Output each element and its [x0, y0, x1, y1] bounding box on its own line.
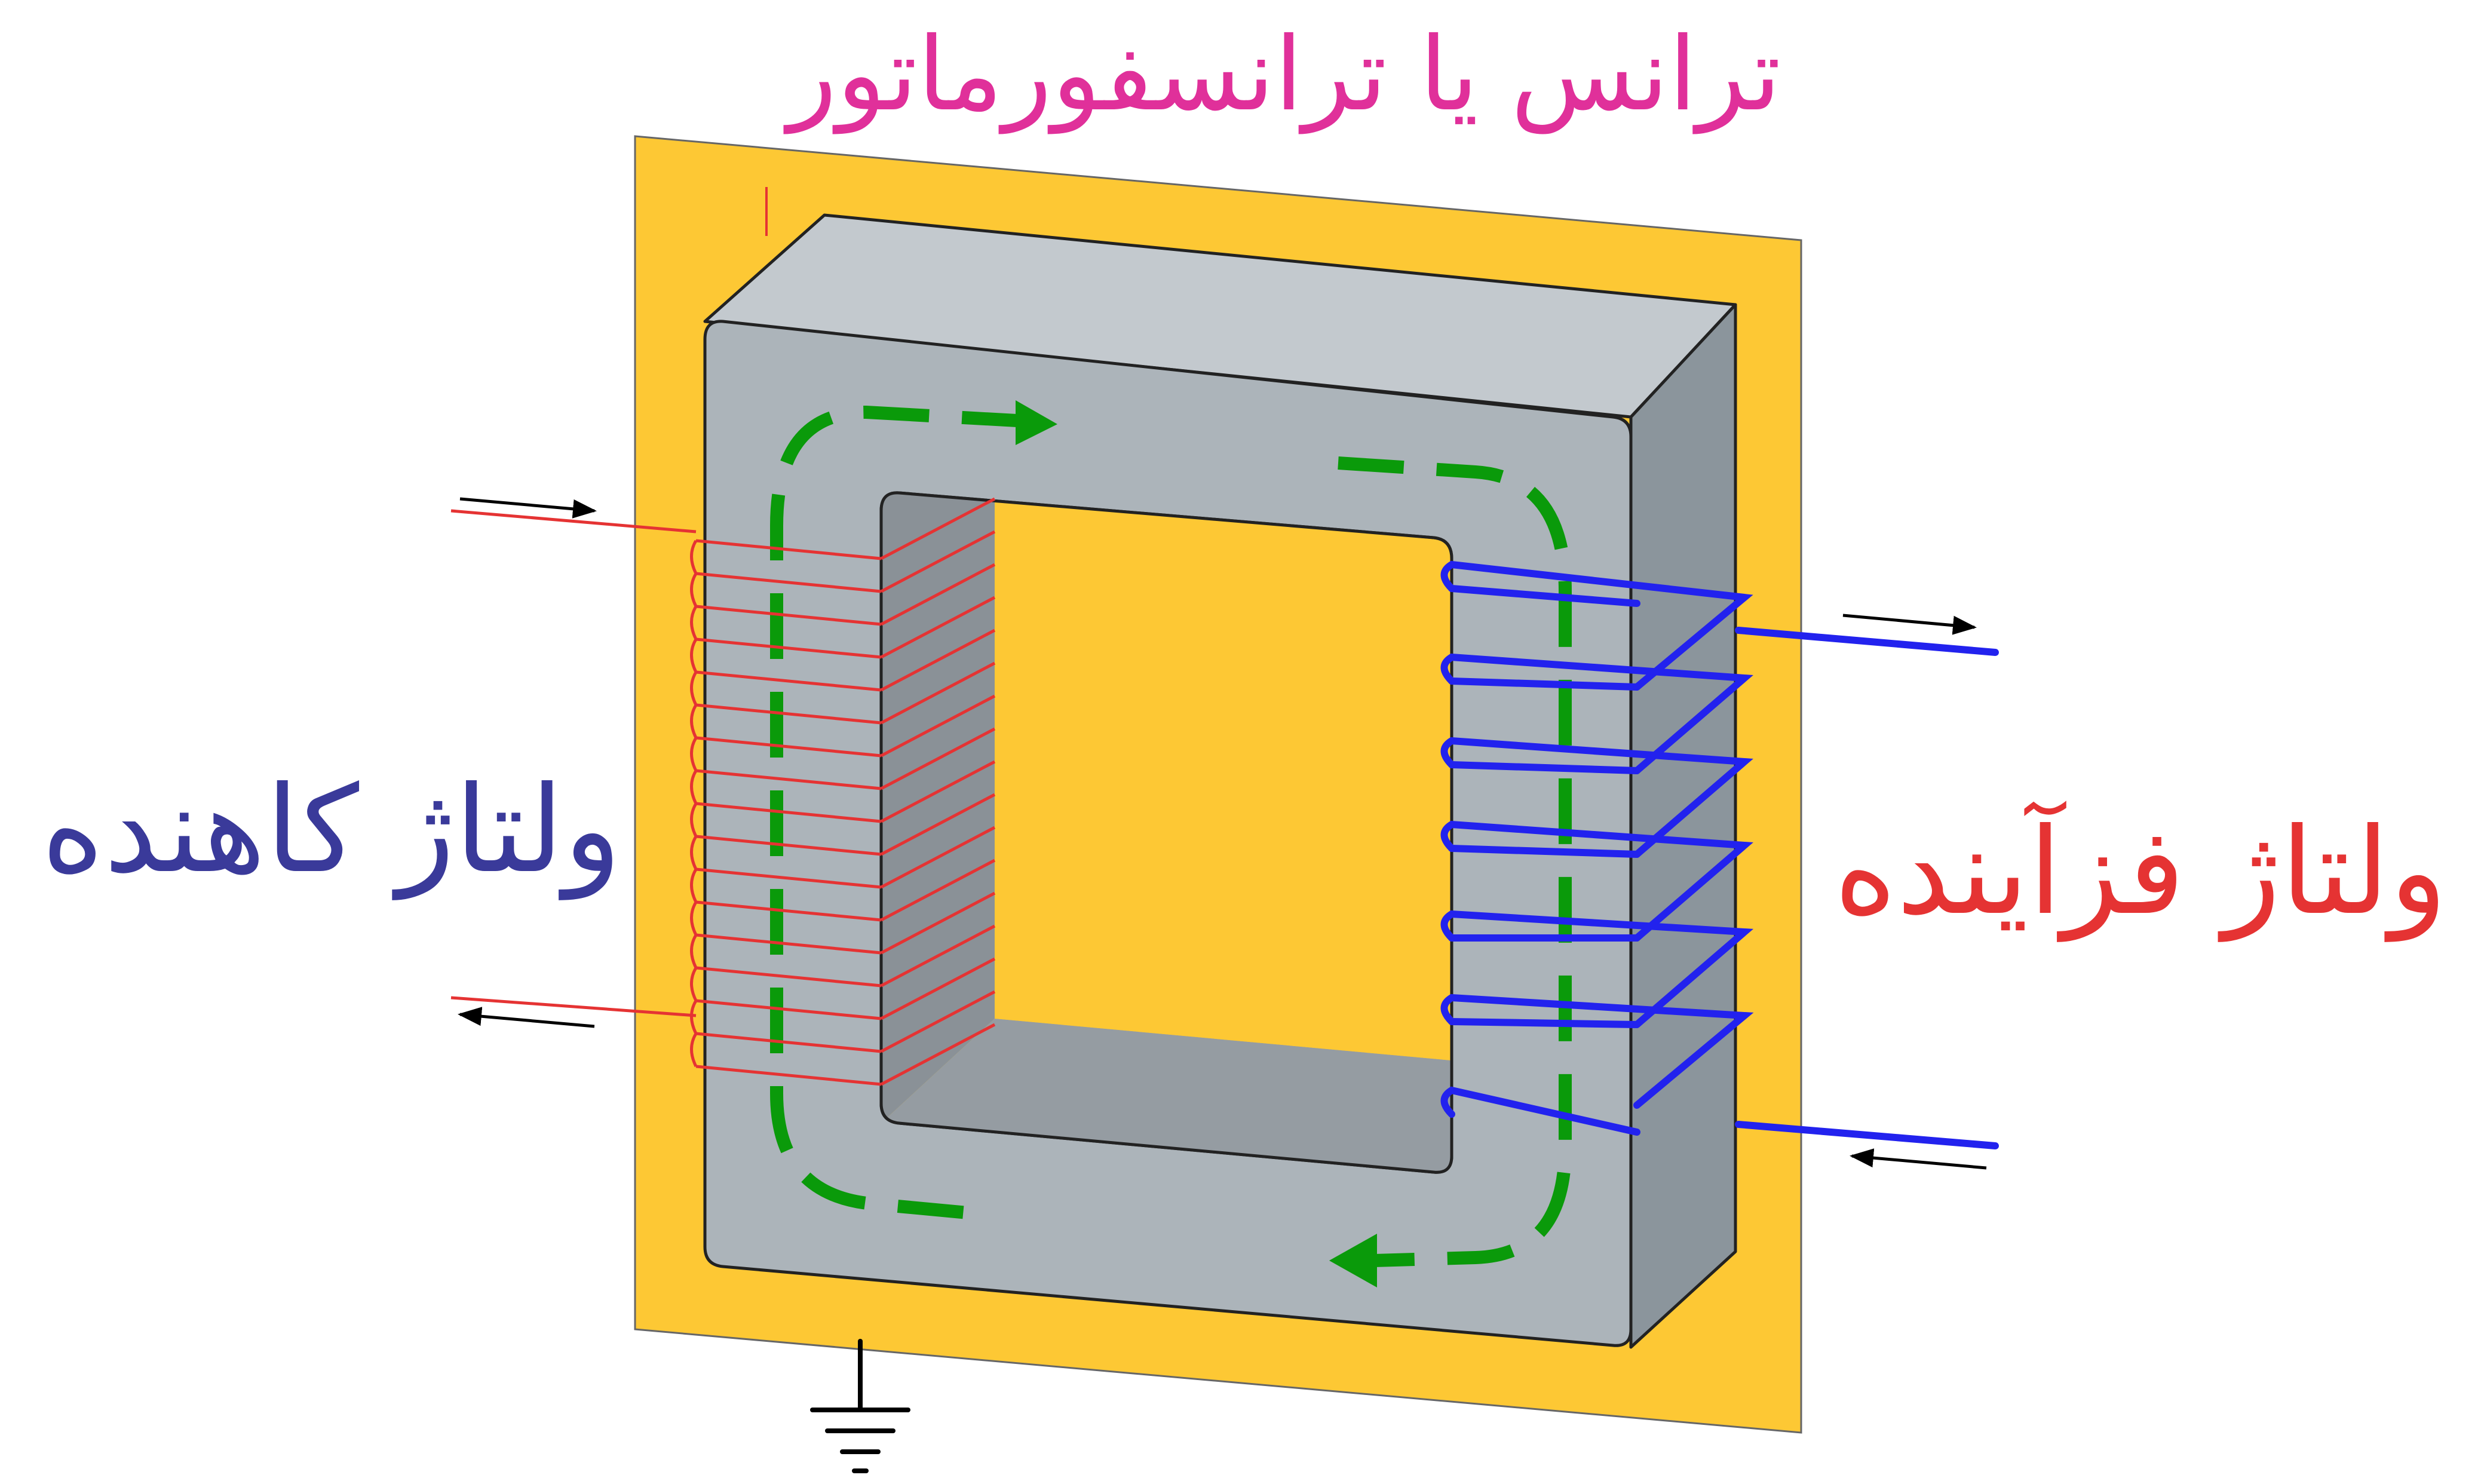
- primary-out-arrow: [458, 1007, 595, 1028]
- secondary-winding: [1440, 560, 1999, 1149]
- current-direction-arrow-icon: [458, 497, 1987, 1170]
- secondary-out-arrow: [1842, 614, 1977, 635]
- ground-symbol-icon: [810, 1339, 910, 1473]
- secondary-in-arrow: [1850, 1148, 1987, 1170]
- primary-winding: [450, 497, 996, 1086]
- primary-in-arrow: [459, 497, 597, 519]
- primary-voltage-label: ولتاژ کاهنده: [41, 761, 621, 900]
- core-window: [881, 492, 1452, 1173]
- page-title: ترانس یا ترانسفورماتور: [787, 16, 1781, 134]
- magnetic-flux-arrow-icon: [770, 405, 1572, 1267]
- secondary-voltage-label: ولتاژ فزآینده: [1834, 802, 2448, 942]
- flux-arrowheads: [1016, 400, 1377, 1287]
- core-side-face: [1629, 303, 1737, 1349]
